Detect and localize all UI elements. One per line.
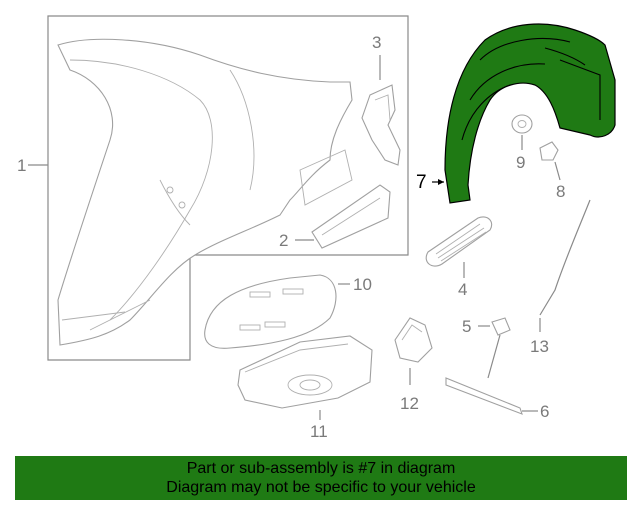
part-11-tray <box>237 335 373 420</box>
part-2-reinforcement <box>295 184 391 249</box>
callout-5: 5 <box>462 317 472 336</box>
part-13-wire <box>539 199 591 332</box>
callout-7: 7 <box>416 172 427 193</box>
part-10-cover <box>204 274 350 349</box>
info-banner: Part or sub-assembly is #7 in diagram Di… <box>15 456 627 500</box>
part-5-bolt <box>478 317 511 379</box>
callout-6: 6 <box>540 402 550 421</box>
callout-11: 11 <box>310 422 328 441</box>
parts-diagram <box>28 15 616 420</box>
part-12-bracket <box>394 317 433 385</box>
callout-8: 8 <box>556 182 566 201</box>
part-4-vent-grille <box>425 216 493 278</box>
callout-1: 1 <box>17 156 27 175</box>
inner-fender-liner-highlighted <box>432 23 616 204</box>
callout-2: 2 <box>279 231 289 250</box>
callout-10: 10 <box>353 275 372 294</box>
part-9-grommet <box>511 114 533 150</box>
banner-line-2: Diagram may not be specific to your vehi… <box>166 479 476 496</box>
callout-13: 13 <box>530 337 549 356</box>
callout-9: 9 <box>516 153 526 172</box>
part-3-bracket <box>361 55 401 166</box>
callout-4: 4 <box>458 280 468 299</box>
quarter-panel <box>57 38 353 346</box>
callout-3: 3 <box>372 33 382 52</box>
banner-line-1: Part or sub-assembly is #7 in diagram <box>186 460 456 477</box>
part-8-clip <box>539 141 561 181</box>
callout-12: 12 <box>400 394 419 413</box>
part-6-strip <box>445 377 538 415</box>
